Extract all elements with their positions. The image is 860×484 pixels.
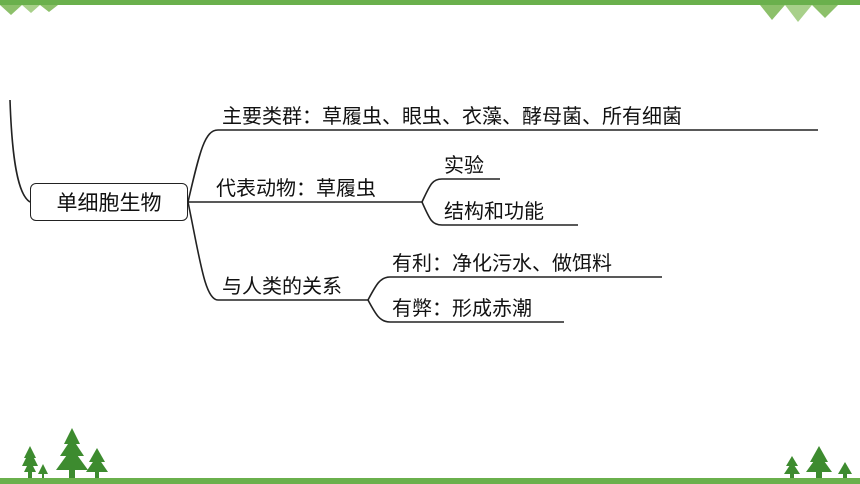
pine-tree-icon <box>784 456 800 478</box>
triangle-bunting-icon <box>760 5 838 22</box>
root-node-label: 单细胞生物 <box>56 191 162 215</box>
bottom-border <box>0 478 860 484</box>
child-harm: 有弊：形成赤潮 <box>392 296 532 320</box>
child-structure-function: 结构和功能 <box>444 199 544 223</box>
connector-branch-3 <box>187 201 219 301</box>
child-experiment: 实验 <box>444 153 484 177</box>
pine-tree-icon <box>56 428 88 478</box>
branch-representative-animal: 代表动物：草履虫 <box>216 176 376 200</box>
connector-b3-child-1 <box>367 276 391 301</box>
connector-branch-1 <box>187 129 219 203</box>
left-edge-curve <box>9 99 31 203</box>
pine-tree-icon <box>86 448 108 478</box>
pine-tree-icon <box>838 462 852 478</box>
pine-tree-icon <box>806 446 832 478</box>
triangle-bunting-icon <box>0 5 58 15</box>
root-node: 单细胞生物 <box>30 183 188 221</box>
child-benefit: 有利：净化污水、做饵料 <box>392 251 612 275</box>
connector-b2-child-1 <box>421 178 443 203</box>
branch-human-relation: 与人类的关系 <box>222 274 342 298</box>
connector-b3-child-2 <box>367 299 391 323</box>
top-border <box>0 0 860 5</box>
branch-main-groups: 主要类群：草履虫、眼虫、衣藻、酵母菌、所有细菌 <box>222 104 682 128</box>
pine-tree-icon <box>38 464 48 478</box>
connector-b2-child-2 <box>421 201 443 226</box>
pine-tree-icon <box>22 446 38 478</box>
